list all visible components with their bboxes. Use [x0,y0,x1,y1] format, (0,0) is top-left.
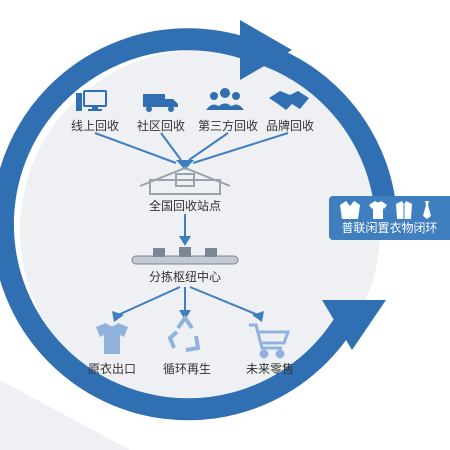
loop-arrowhead-top [240,20,292,80]
source-label-community: 社区回收 [136,119,186,133]
inner-disc [20,50,380,410]
loop-ring-left [0,28,355,421]
flow-arrows-outputs [117,286,259,316]
recycle-icon [167,314,201,352]
flow-arrowhead-output-1 [112,311,124,322]
coat-icon [340,201,360,219]
loop-arrowhead-bottom [322,300,386,350]
closed-loop-badge: 普联闲置衣物闭环 [329,196,450,240]
hub-label: 分拣枢纽中心 [148,270,222,284]
output-label-retail: 未来零售 [245,362,295,376]
flow-arrowhead-hub [179,236,191,246]
source-label-brand: 品牌回收 [265,119,315,133]
jacket-icon [396,201,412,219]
truck-icon [143,94,178,112]
flow-arrows-sources [94,132,289,164]
source-label-third-party: 第三方回收 [197,119,259,133]
conveyor-icon [131,247,239,265]
decorative-band [0,380,130,450]
shopping-cart-icon [249,323,291,359]
people-icon [206,88,244,110]
source-label-online: 线上回收 [70,119,120,133]
output-label-recycle: 循环再生 [162,362,212,376]
shirt-icon [369,201,387,219]
computer-icon [76,90,107,111]
handshake-icon [269,91,309,110]
output-label-export: 原衣出口 [87,362,137,376]
flow-arrowhead-output-3 [252,311,264,322]
loop-ring-right [247,39,396,207]
warehouse-icon [139,166,231,195]
station-label: 全国回收站点 [148,199,222,213]
badge-icon-row [337,200,443,220]
flow-arrowhead-station [176,160,194,170]
tie-icon [423,201,431,219]
tshirt-icon [96,323,128,354]
badge-label: 普联闲置衣物闭环 [341,221,438,235]
